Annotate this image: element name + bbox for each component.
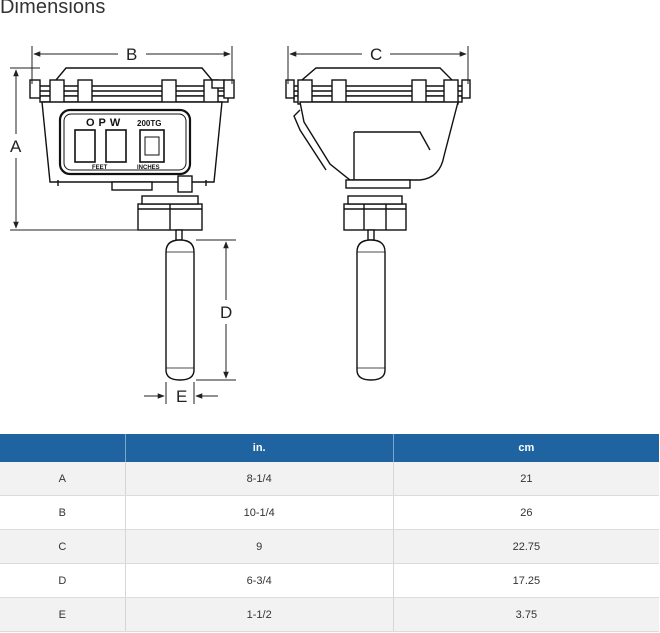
header-cm: cm: [393, 434, 659, 462]
front-view: [29, 67, 235, 381]
feet-label: FEET: [92, 165, 108, 171]
cell-dimension: B: [0, 495, 126, 530]
side-coupling: [343, 203, 407, 231]
page-title: Dimensions: [0, 0, 106, 18]
inches-label: INCHES: [137, 165, 160, 171]
cell-cm: 26: [393, 495, 659, 530]
cell-inches: 6-3/4: [125, 563, 394, 598]
dim-label-d: D: [220, 303, 232, 322]
header-dimension: [0, 434, 126, 462]
dim-label-c: C: [370, 45, 382, 64]
dimension-lines: [10, 46, 469, 404]
cell-inches: 8-1/4: [125, 462, 394, 496]
panel-labels: OPW 200TG FEET INCHES: [86, 117, 161, 171]
model-label: 200TG: [137, 119, 161, 128]
front-float: [165, 239, 195, 381]
dim-label-b: B: [126, 45, 137, 64]
cell-dimension: C: [0, 529, 126, 564]
cell-dimension: D: [0, 563, 126, 598]
cell-inches: 10-1/4: [125, 495, 394, 530]
cell-inches: 1-1/2: [125, 597, 394, 632]
dim-label-a: A: [10, 137, 22, 156]
cell-dimension: E: [0, 597, 126, 632]
cell-dimension: A: [0, 462, 126, 496]
feet-window-2: [105, 129, 127, 163]
brand-logo: OPW: [86, 117, 124, 129]
table-header-row: in. cm: [0, 434, 659, 462]
table-row: B 10-1/4 26: [0, 495, 659, 530]
table-row: D 6-3/4 17.25: [0, 563, 659, 598]
side-view: [285, 67, 471, 381]
side-float: [356, 239, 386, 381]
cell-cm: 21: [393, 462, 659, 496]
cell-cm: 3.75: [393, 597, 659, 632]
cell-cm: 17.25: [393, 563, 659, 598]
cell-cm: 22.75: [393, 529, 659, 564]
side-body: [299, 101, 459, 181]
dimensions-table: in. cm A 8-1/4 21 B 10-1/4 26 C 9 22.75 …: [0, 434, 659, 632]
table-row: C 9 22.75: [0, 529, 659, 564]
dimension-drawing: OPW 200TG FEET INCHES: [10, 45, 471, 406]
header-inches: in.: [125, 434, 394, 462]
table-row: E 1-1/2 3.75: [0, 597, 659, 632]
dim-label-e: E: [176, 387, 187, 406]
table-row: A 8-1/4 21: [0, 462, 659, 496]
feet-window-1: [74, 129, 96, 163]
cell-inches: 9: [125, 529, 394, 564]
